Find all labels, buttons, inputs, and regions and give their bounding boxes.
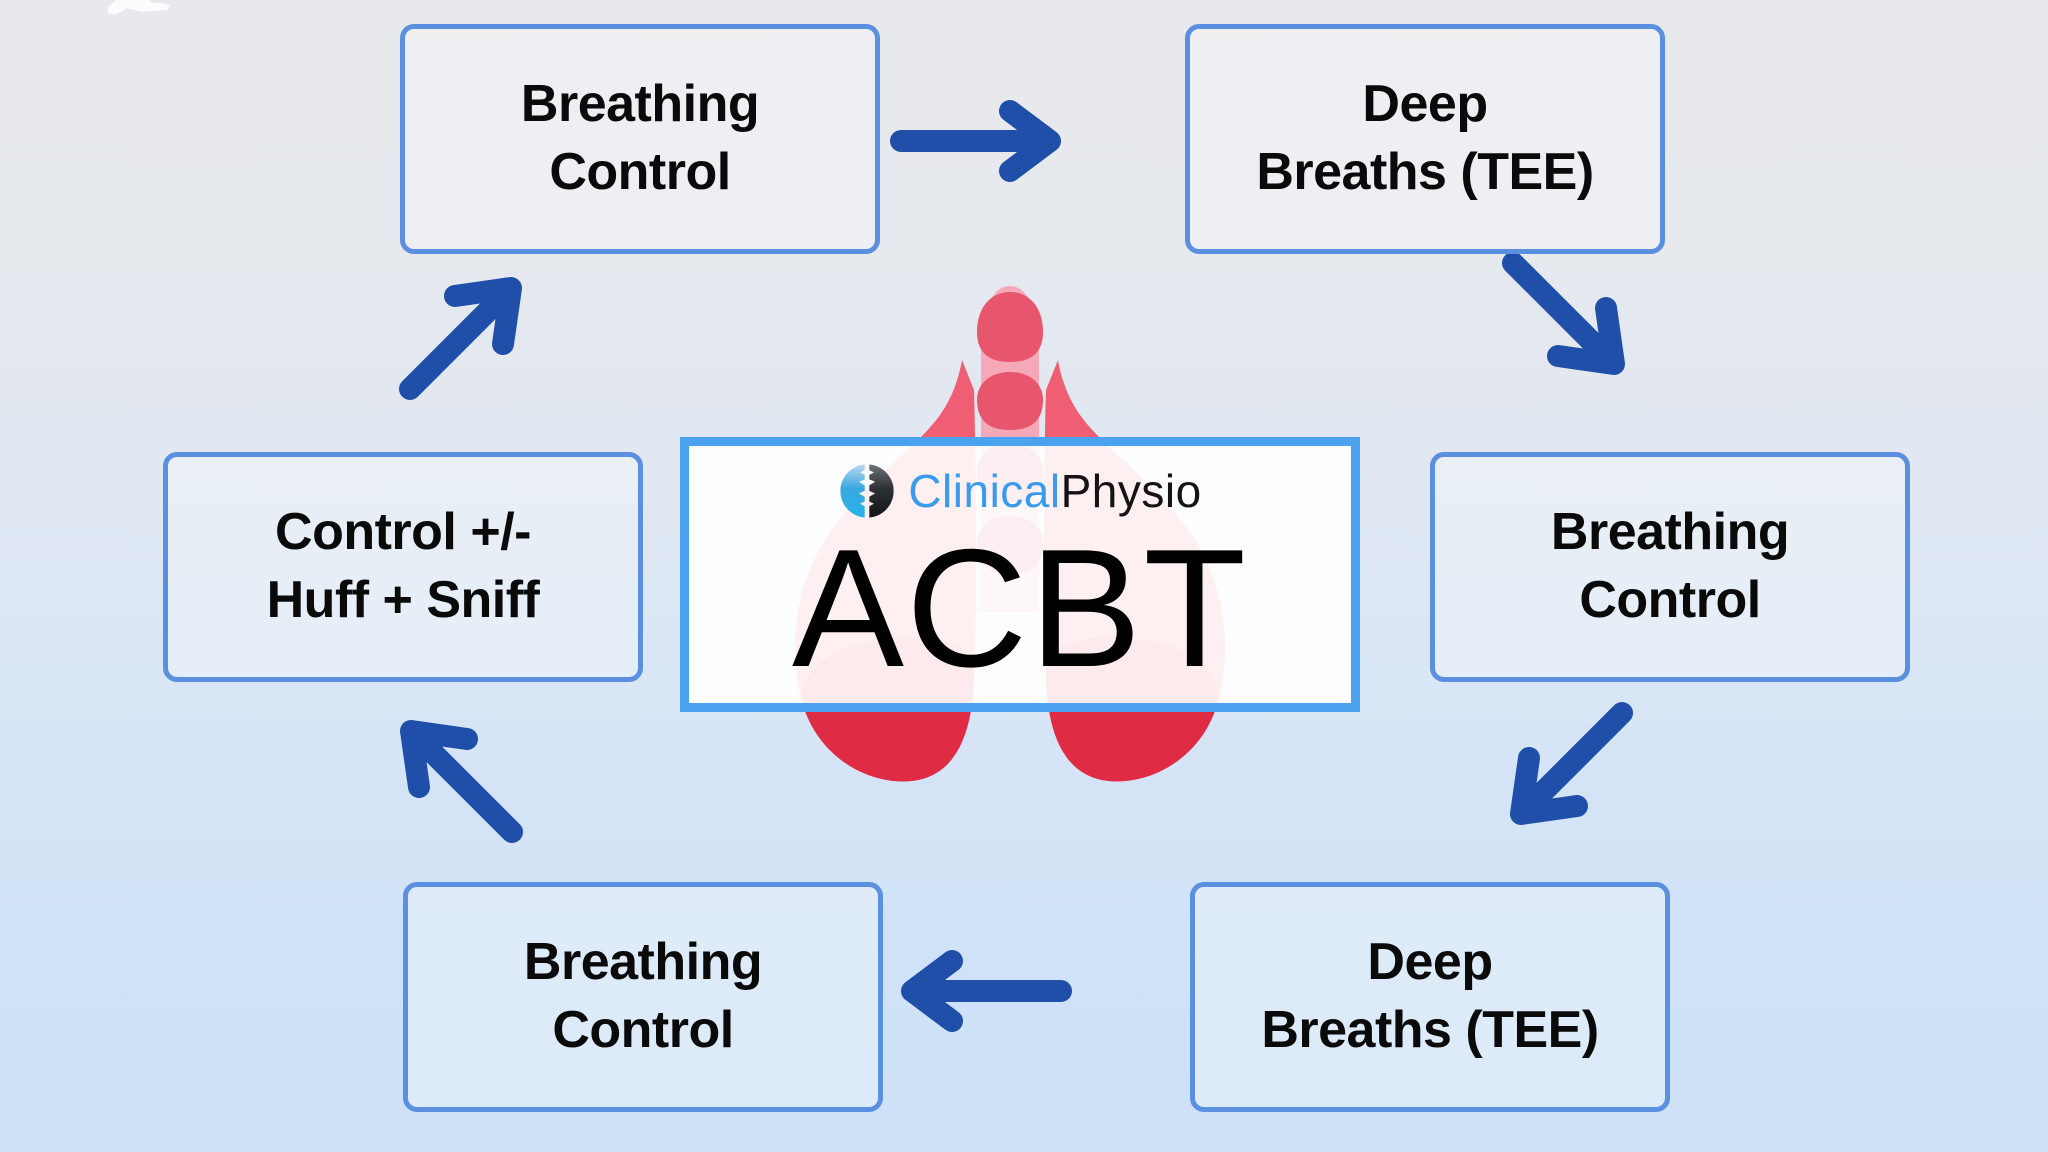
node-label-line1: Breathing: [1550, 503, 1790, 562]
arrow-down-right-icon: [1500, 250, 1630, 380]
page-title: ACBT: [791, 514, 1249, 702]
brand-lockup: ClinicalPhysio: [838, 460, 1201, 522]
arrow-up-right-icon: [397, 272, 527, 402]
node-label-line1: Deep: [1367, 933, 1493, 992]
arrow-down-left-icon: [1505, 700, 1635, 830]
node-breathing-control-top[interactable]: Breathing Control: [400, 24, 880, 254]
arrow-up-left-icon: [395, 715, 525, 845]
node-label-line1: Control +/-: [275, 503, 531, 562]
node-label-line2: Control: [552, 1001, 734, 1059]
arrow-right-icon: [890, 100, 1070, 182]
node-deep-breaths-bottom[interactable]: Deep Breaths (TEE): [1190, 882, 1670, 1112]
brand-name-secondary: Physio: [1060, 465, 1202, 517]
node-control-huff-sniff[interactable]: Control +/- Huff + Sniff: [163, 452, 643, 682]
node-breathing-control-bottom[interactable]: Breathing Control: [403, 882, 883, 1112]
node-label-line2: Huff + Sniff: [266, 571, 540, 629]
node-label-line1: Deep: [1362, 75, 1488, 134]
acbt-title-card: ClinicalPhysio ACBT: [680, 437, 1360, 712]
node-label-line2: Control: [549, 143, 731, 201]
node-label-line2: Breaths (TEE): [1256, 143, 1594, 201]
node-breathing-control-right[interactable]: Breathing Control: [1430, 452, 1910, 682]
node-label-line2: Breaths (TEE): [1261, 1001, 1599, 1059]
node-deep-breaths-top[interactable]: Deep Breaths (TEE): [1185, 24, 1665, 254]
brand-name: ClinicalPhysio: [908, 468, 1201, 514]
node-label-line2: Control: [1579, 571, 1761, 629]
brand-name-primary: Clinical: [908, 465, 1061, 517]
watermark-artifact: [108, 0, 170, 14]
split-spine-circle-icon: [838, 462, 896, 520]
arrow-left-icon: [892, 950, 1072, 1032]
node-label-line1: Breathing: [523, 933, 763, 992]
node-label-line1: Breathing: [520, 75, 760, 134]
